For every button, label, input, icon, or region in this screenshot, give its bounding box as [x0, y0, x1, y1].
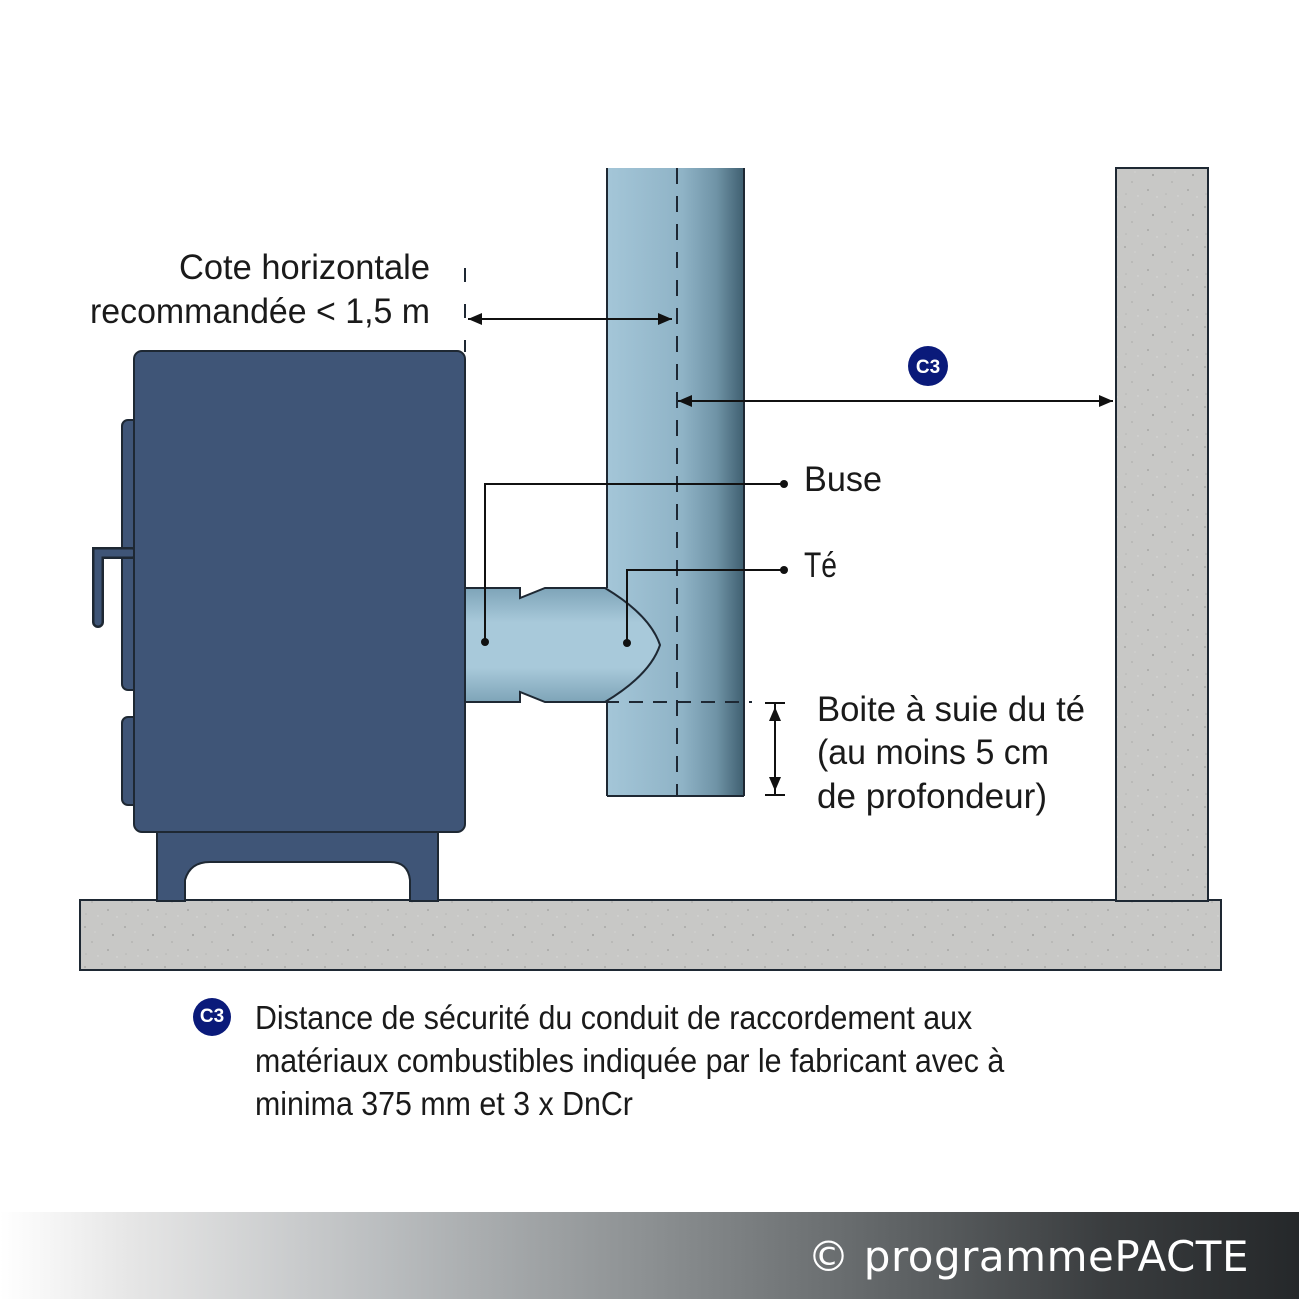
caption-c3-badge: C3	[193, 998, 231, 1036]
vertical-flue-pipe	[607, 168, 744, 796]
stove-door-handle-fill	[94, 549, 136, 626]
copyright-notice: © programmePACTE	[807, 1232, 1249, 1281]
c3-badge-label: C3	[916, 357, 940, 378]
cote-label-line2: recommandée < 1,5 m	[90, 292, 430, 331]
buse-label: Buse	[804, 460, 882, 499]
combustible-wall	[1115, 167, 1209, 902]
boite-label-line2: (au moins 5 cm	[817, 733, 1049, 772]
te-label: Té	[804, 546, 837, 585]
cote-label-line1: Cote horizontale	[179, 248, 430, 287]
footer-gradient-band	[0, 1212, 1299, 1299]
boite-label-line1: Boite à suie du té	[817, 690, 1085, 729]
caption-text: Distance de sécurité du conduit de racco…	[255, 999, 1005, 1122]
floor-slab	[79, 899, 1222, 971]
buse-leader-line	[484, 483, 784, 642]
stove-base	[156, 829, 439, 902]
boite-label-line3: de profondeur)	[817, 777, 1047, 816]
te-leader-line	[626, 569, 784, 643]
stove-body	[133, 350, 466, 833]
tee-junction	[604, 587, 662, 703]
c3-badge	[908, 346, 948, 386]
